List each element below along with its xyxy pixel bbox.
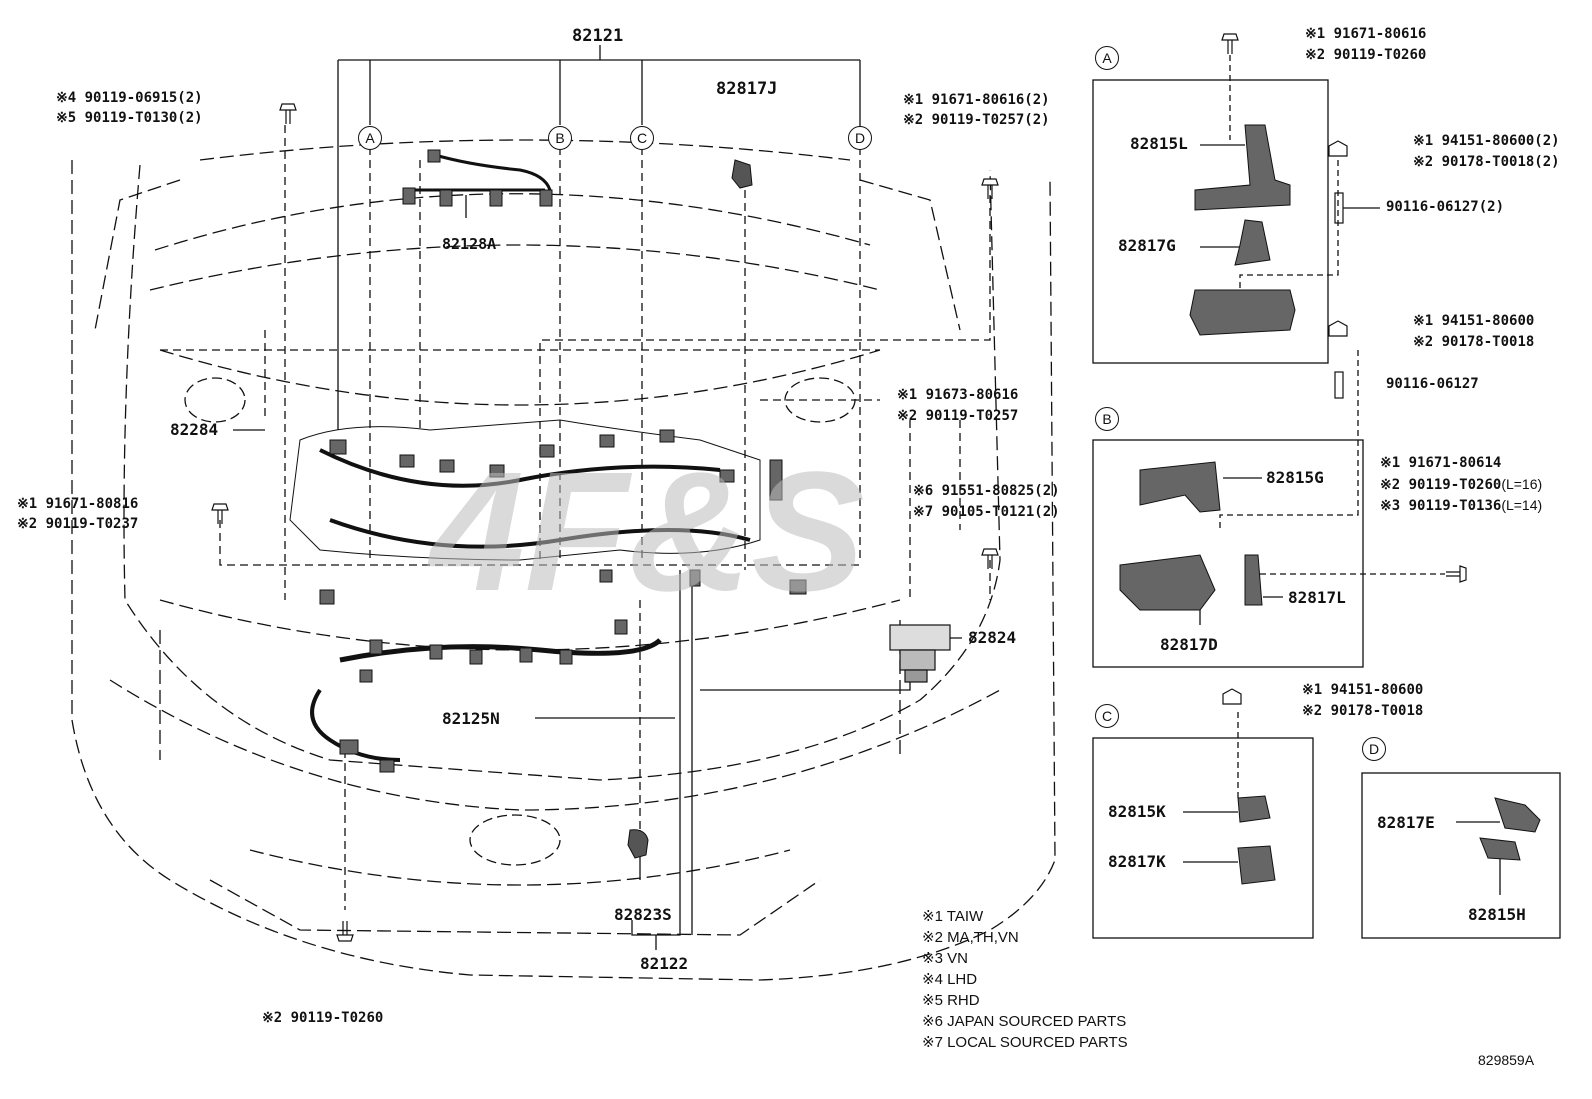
detail-a-bolt-ref-1: ※1 91671-80616 <box>1305 26 1427 42</box>
fastener-ref-mid-right-3: ※6 91551-80825(2) <box>913 483 1060 499</box>
detail-c-parts <box>1237 795 1276 885</box>
detail-box-d <box>1361 772 1561 939</box>
detail-b-bolt-ref-3-text: ※3 90119-T0136 <box>1380 498 1502 514</box>
detail-b-bolt-ref-2-note: (L=16) <box>1501 476 1543 492</box>
detail-box-a <box>1092 55 1380 364</box>
part-number-82122: 82122 <box>640 954 689 973</box>
bolt-icon <box>279 103 297 124</box>
detail-a-nut2-ref-1: ※1 94151-80600 <box>1413 313 1535 329</box>
fastener-ref-mid-right-2: ※2 90119-T0257 <box>897 408 1019 424</box>
part-number-82817J: 82817J <box>716 79 778 99</box>
bracket-82122 <box>631 570 911 950</box>
part-number-82817G: 82817G <box>1118 236 1176 255</box>
legend-entry: ※6 JAPAN SOURCED PARTS <box>922 1013 1127 1030</box>
watermark: 4F&S <box>427 437 865 627</box>
detail-a-stud-ref: 90116-06127(2) <box>1386 199 1505 215</box>
detail-box-c <box>1092 712 1314 939</box>
figure-id: 829859A <box>1478 1052 1535 1068</box>
bolt-icon <box>211 503 229 524</box>
fastener-ref-mid-right-4: ※7 90105-T0121(2) <box>913 504 1060 520</box>
legend-entry: ※3 VN <box>922 950 968 967</box>
detail-d-parts <box>1479 797 1541 861</box>
fastener-ref-top-left-2: ※5 90119-T0130(2) <box>56 110 203 126</box>
bolt-icon <box>981 178 999 199</box>
stud-icon <box>1334 192 1344 224</box>
fastener-ref-top-left-1: ※4 90119-06915(2) <box>56 90 203 106</box>
part-number-82815G: 82815G <box>1266 468 1324 487</box>
detail-a-stud2-ref: 90116-06127 <box>1386 376 1479 392</box>
region-code-legend: ※1 TAIW ※2 MA,TH,VN ※3 VN ※4 LHD ※5 RHD … <box>922 906 1128 1053</box>
detail-b-bolt-ref-2-text: ※2 90119-T0260 <box>1380 477 1502 493</box>
legend-entry: ※2 MA,TH,VN <box>922 929 1019 946</box>
bolt-icon <box>981 548 999 569</box>
detail-callout-a: A <box>1095 46 1119 70</box>
detail-callout-d: D <box>1362 737 1386 761</box>
strut-left-outline <box>184 377 246 423</box>
part-number-82824: 82824 <box>968 628 1017 647</box>
fastener-ref-bottom-left: ※2 90119-T0260 <box>262 1010 384 1026</box>
detail-c-nut-ref-1: ※1 94151-80600 <box>1302 682 1424 698</box>
detail-c-nut-ref-2: ※2 90178-T0018 <box>1302 703 1424 719</box>
detail-b-bolt-ref-1: ※1 91671-80614 <box>1380 455 1502 471</box>
detail-a-nut-ref-2: ※2 90178-T0018(2) <box>1413 154 1560 170</box>
bolt-icons <box>211 33 1467 942</box>
detail-a-bolt-ref-2: ※2 90119-T0260 <box>1305 47 1427 63</box>
callout-a: A <box>358 126 382 150</box>
legend-entry: ※1 TAIW <box>922 908 984 925</box>
detail-a-nut2-ref-2: ※2 90178-T0018 <box>1413 334 1535 350</box>
callout-c: C <box>630 126 654 150</box>
detail-b-bolt-ref-2: ※2 90119-T0260(L=16) <box>1380 474 1542 495</box>
detail-callout-c: C <box>1095 704 1119 728</box>
engine-harness <box>289 419 807 773</box>
part-number-82817L: 82817L <box>1288 588 1346 607</box>
part-number-82125N: 82125N <box>442 709 500 728</box>
part-82817J-grommet <box>731 159 753 189</box>
nut-icon <box>1328 320 1348 337</box>
detail-b-bolt-ref-3: ※3 90119-T0136(L=14) <box>1380 495 1542 516</box>
callout-b: B <box>548 126 572 150</box>
bracket-82121 <box>337 45 861 430</box>
nut-icon <box>1222 688 1242 705</box>
fastener-ref-mid-right-1: ※1 91673-80616 <box>897 387 1019 403</box>
detail-b-parts <box>1119 461 1263 611</box>
part-number-82817E: 82817E <box>1377 813 1435 832</box>
detail-box-b <box>1092 350 1445 668</box>
bolt-icon <box>1221 33 1239 54</box>
fastener-ref-left-1: ※1 91671-80816 <box>17 496 139 512</box>
detail-a-nut-ref-1: ※1 94151-80600(2) <box>1413 133 1560 149</box>
detail-b-bolt-ref-3-note: (L=14) <box>1501 497 1543 513</box>
part-number-82817D: 82817D <box>1160 635 1218 654</box>
bolt-icon <box>336 921 354 942</box>
fastener-ref-top-mid-1: ※1 91671-80616(2) <box>903 92 1050 108</box>
part-number-82815H: 82815H <box>1468 905 1526 924</box>
callout-d: D <box>848 126 872 150</box>
detail-callout-b: B <box>1095 407 1119 431</box>
part-82128A-harness <box>402 149 553 207</box>
part-number-82284: 82284 <box>170 420 219 439</box>
part-number-82121: 82121 <box>572 26 624 46</box>
part-82824-relay <box>889 624 951 683</box>
part-number-82128A: 82128A <box>442 235 497 253</box>
stud-icon <box>1334 371 1344 399</box>
vehicle-body-outline <box>71 139 1056 981</box>
part-number-82815K: 82815K <box>1108 802 1166 821</box>
bolt-icon <box>1446 565 1467 583</box>
legend-entry: ※4 LHD <box>922 971 978 988</box>
fastener-ref-left-2: ※2 90119-T0237 <box>17 516 139 532</box>
legend-entry: ※5 RHD <box>922 992 980 1009</box>
part-number-82817K: 82817K <box>1108 852 1166 871</box>
legend-entry: ※7 LOCAL SOURCED PARTS <box>922 1034 1128 1051</box>
part-82823S <box>627 829 649 859</box>
emblem-outline <box>469 814 561 866</box>
nut-icon <box>1328 140 1348 157</box>
part-number-82815L: 82815L <box>1130 134 1188 153</box>
part-number-82823S: 82823S <box>614 905 672 924</box>
fastener-ref-top-mid-2: ※2 90119-T0257(2) <box>903 112 1050 128</box>
detail-a-parts <box>1189 124 1296 336</box>
